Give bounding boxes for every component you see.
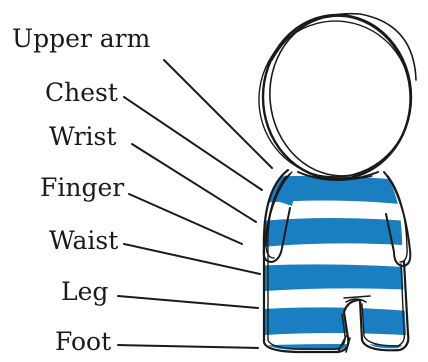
stripe-3 bbox=[250, 264, 420, 292]
label-upper-arm-text: Upper arm bbox=[12, 24, 151, 53]
leader-line-foot bbox=[118, 345, 258, 348]
leader-line-chest bbox=[124, 97, 262, 190]
figure bbox=[249, 9, 421, 362]
labels-group: Upper arm Chest Wrist Finger Waist Leg bbox=[12, 24, 272, 356]
label-waist: Waist bbox=[49, 226, 260, 274]
label-foot-text: Foot bbox=[55, 327, 111, 356]
label-leg: Leg bbox=[61, 277, 258, 308]
label-foot: Foot bbox=[55, 327, 258, 356]
label-wrist-text: Wrist bbox=[49, 122, 116, 151]
leader-line-wrist bbox=[132, 144, 256, 222]
label-leg-text: Leg bbox=[61, 277, 108, 306]
leader-line-waist bbox=[124, 244, 260, 274]
leader-line-upper-arm bbox=[164, 60, 272, 168]
label-finger-text: Finger bbox=[40, 173, 124, 202]
label-wrist: Wrist bbox=[49, 122, 256, 222]
stripe-4 bbox=[250, 307, 420, 336]
leader-line-leg bbox=[118, 296, 258, 308]
label-waist-text: Waist bbox=[49, 226, 118, 255]
label-chest-text: Chest bbox=[45, 78, 118, 107]
head-outline bbox=[249, 9, 421, 187]
